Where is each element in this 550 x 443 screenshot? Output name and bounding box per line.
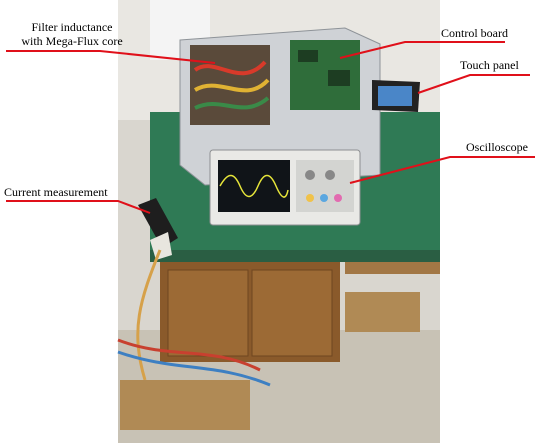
touch-panel-screen	[378, 86, 412, 106]
knob	[325, 170, 335, 180]
floor-cable-red	[117, 338, 261, 372]
channel-button	[320, 194, 328, 202]
current-measurement-label: Current measurement	[4, 185, 108, 199]
wire-red	[193, 60, 267, 76]
pcb-chip	[328, 70, 350, 86]
channel-button	[306, 194, 314, 202]
filter-inductance-label-line1: Filter inductance	[31, 20, 113, 34]
callout-line-touch-panel	[417, 74, 530, 94]
oscilloscope-screen	[218, 160, 290, 212]
touch-panel-label: Touch panel	[460, 58, 519, 72]
filter-inductance-label: Filter inductance with Mega-Flux core	[14, 20, 130, 48]
transformers-back	[345, 292, 420, 332]
floor-cable-blue	[117, 350, 271, 387]
callout-line-control-board	[339, 41, 505, 59]
oscilloscope-controls	[296, 160, 354, 212]
pcb-chip	[298, 50, 318, 62]
callout-line-oscilloscope	[349, 156, 535, 184]
control-board-label: Control board	[441, 26, 508, 40]
probe-cable	[136, 249, 162, 381]
current-clamp-handle	[150, 232, 172, 260]
callout-line-filter-inductance	[6, 50, 216, 64]
knob	[305, 170, 315, 180]
cabinet-door-right	[251, 269, 333, 357]
transformers-front	[120, 380, 250, 430]
callout-line-current-measurement	[6, 200, 151, 214]
filter-inductance-label-line2: with Mega-Flux core	[21, 34, 123, 48]
wire-yellow	[193, 78, 270, 93]
cabinet-door-left	[167, 269, 249, 357]
oscilloscope-label: Oscilloscope	[466, 140, 528, 154]
workbench-edge	[150, 250, 440, 262]
drawer	[345, 262, 440, 274]
waveform-trace	[219, 174, 289, 198]
channel-button	[334, 194, 342, 202]
wire-green	[194, 96, 270, 110]
